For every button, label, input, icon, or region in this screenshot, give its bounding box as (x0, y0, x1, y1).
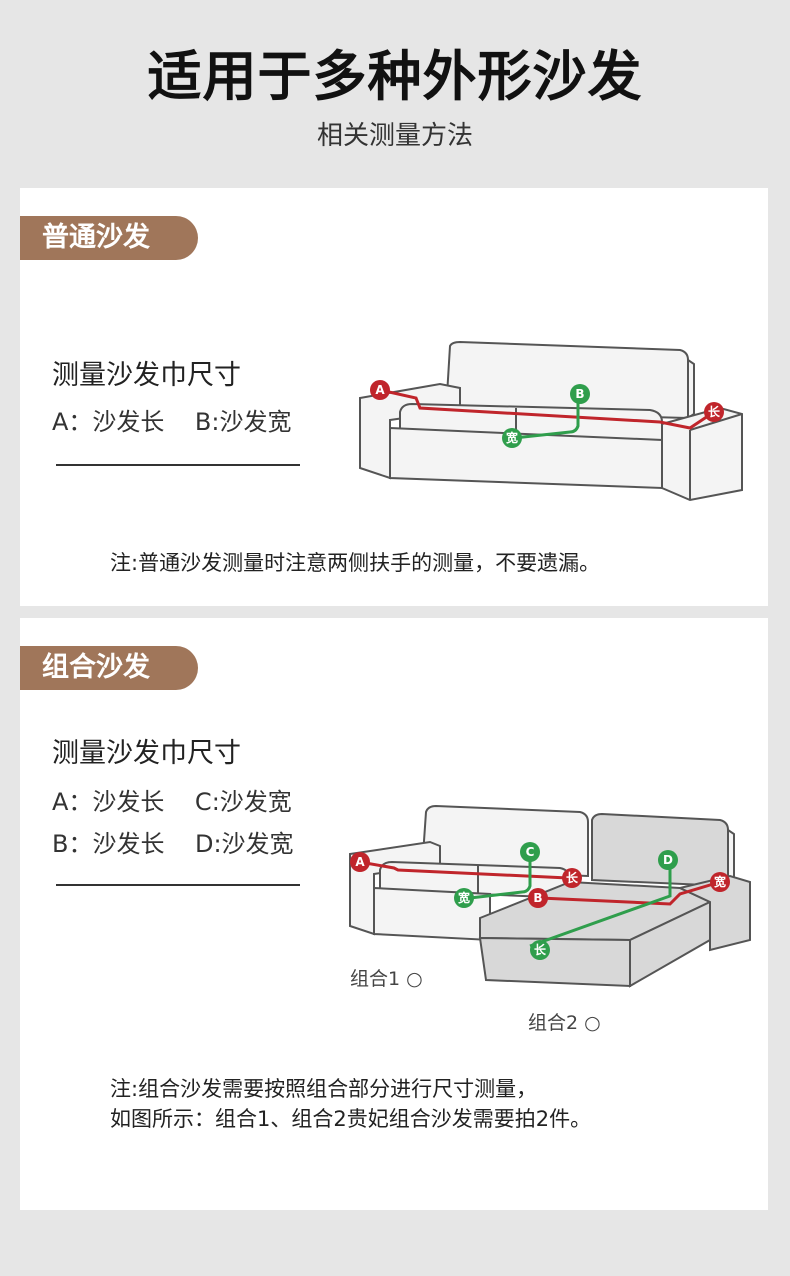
combination-sofa-note-1: 注:组合沙发需要按照组合部分进行尺寸测量， (110, 1077, 538, 1101)
divider-rule (56, 464, 300, 466)
circle-marker-icon: ○ (584, 1012, 601, 1034)
marker-c (520, 842, 540, 862)
sofa-chaise-base (478, 936, 631, 988)
marker-length-1-label: 长 (566, 870, 579, 885)
combination-sofa-note-2: 如图所示：组合1、组合2贵妃组合沙发需要拍2件。 (110, 1107, 592, 1131)
marker-length-1 (562, 868, 582, 888)
marker-a-label: A (375, 383, 385, 397)
page-subtitle: 相关测量方法 (316, 121, 473, 151)
regular-sofa-tag: 普通沙发 (20, 216, 198, 260)
marker-c-label: C (526, 845, 535, 859)
marker-b-label: B (575, 387, 584, 401)
combo-1-text: 组合1 (350, 968, 401, 990)
marker-b (528, 888, 548, 908)
marker-b (570, 384, 590, 404)
measure-heading: 测量沙发巾尺寸 (52, 738, 241, 769)
regular-sofa-card: 普通沙发 测量沙发巾尺寸 A：沙发长 B:沙发宽 A B 宽 长 注:普通沙发测… (20, 188, 768, 606)
marker-d (658, 850, 678, 870)
marker-b-label: B (533, 891, 542, 905)
marker-a (350, 852, 370, 872)
combo-2-label: 组合2 ○ (528, 1010, 601, 1036)
sofa-right-arm (676, 874, 751, 952)
marker-width (502, 428, 522, 448)
measure-legend-line-1: A：沙发长 C:沙发宽 (52, 788, 292, 816)
marker-width-2-label: 宽 (713, 874, 726, 889)
combination-sofa-tag: 组合沙发 (20, 646, 198, 690)
marker-a (370, 380, 390, 400)
marker-length-2 (530, 940, 550, 960)
combo-2-text: 组合2 (528, 1012, 579, 1034)
combo-1-label: 组合1 ○ (350, 966, 423, 992)
page-title: 适用于多种外形沙发 (147, 45, 643, 108)
circle-marker-icon: ○ (406, 968, 423, 990)
measure-legend-line: A：沙发长 B:沙发宽 (52, 408, 292, 436)
marker-length (704, 402, 724, 422)
measure-legend-line-2: B：沙发长 D:沙发宽 (52, 830, 294, 858)
marker-width-1-label: 宽 (457, 890, 470, 905)
sofa-back-frame (687, 358, 695, 420)
sofa-back-cushion-left (420, 804, 589, 878)
sofa-back-cushion-right (591, 812, 729, 888)
measure-heading: 测量沙发巾尺寸 (52, 360, 241, 391)
regular-sofa-note: 注:普通沙发测量时注意两侧扶手的测量，不要遗漏。 (110, 551, 601, 575)
marker-width-label: 宽 (505, 430, 518, 445)
combination-sofa-diagram: A C 宽 长 B D 宽 长 (349, 804, 751, 988)
marker-width-1 (454, 888, 474, 908)
combination-sofa-card: 组合沙发 测量沙发巾尺寸 A：沙发长 C:沙发宽 B：沙发长 D:沙发宽 A C (20, 618, 768, 1210)
marker-length-label: 长 (708, 404, 721, 419)
divider-rule (56, 884, 300, 886)
marker-width-2 (710, 872, 730, 892)
marker-length-2-label: 长 (534, 942, 547, 957)
marker-a-label: A (355, 855, 365, 869)
marker-d-label: D (663, 853, 673, 867)
regular-sofa-diagram: A B 宽 长 (359, 340, 743, 502)
